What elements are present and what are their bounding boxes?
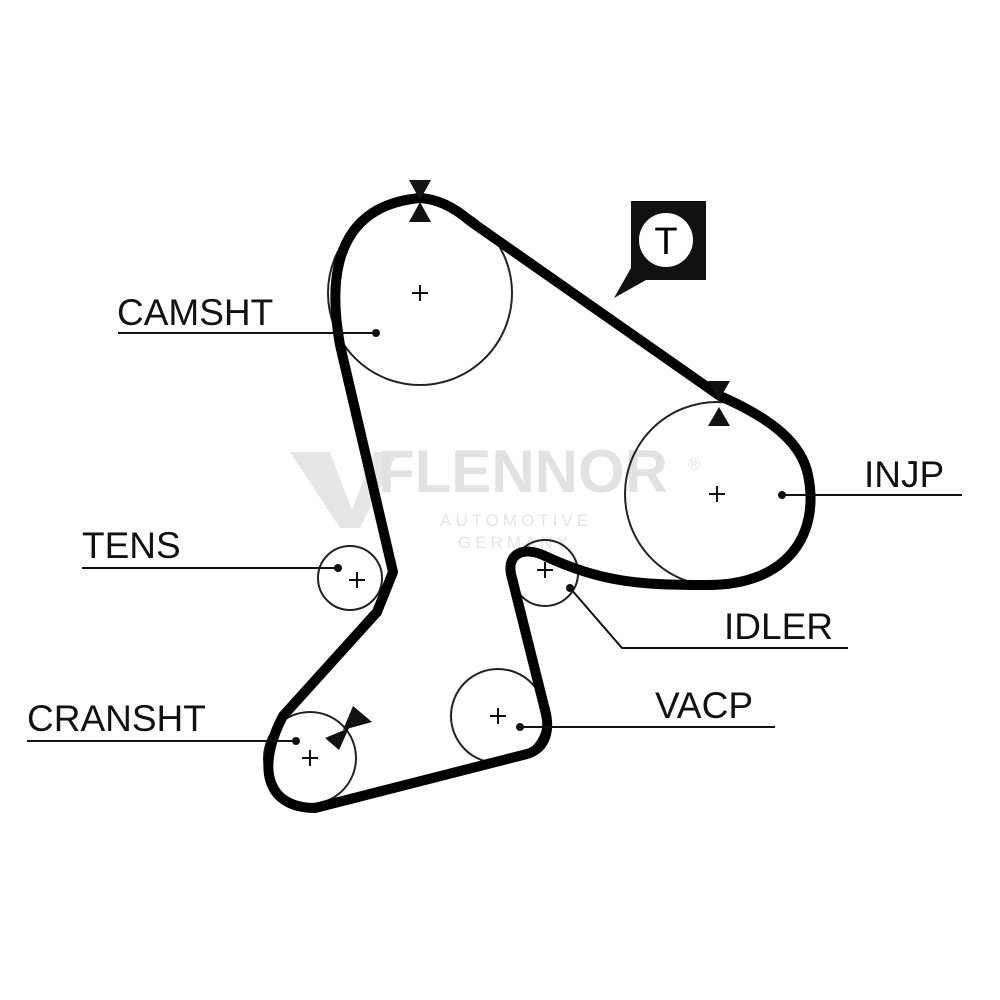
injection-pump-leader-dot (778, 491, 786, 499)
camshaft-leader-dot (372, 329, 380, 337)
callout-injection-pump: INJP (778, 454, 962, 499)
vacuum-pump-leader-dot (516, 723, 524, 731)
injection-pump-center-mark (709, 486, 725, 502)
vacuum-pump-label: VACP (655, 685, 753, 726)
callout-crankshaft: CRANSHT (27, 698, 300, 745)
timing-belt (263, 193, 816, 813)
idler-label: IDLER (724, 606, 833, 647)
watermark: FLENNOR ® AUTOMOTIVE GERMANY (290, 438, 705, 552)
watermark-line1: AUTOMOTIVE (440, 511, 592, 530)
tensioner-pulley (317, 545, 383, 611)
injection-pump-timing-mark-top (708, 381, 730, 400)
tensioner-badge-circle (639, 213, 693, 267)
watermark-line2: GERMANY (458, 533, 572, 552)
crankshaft-timing-mark-outer (343, 706, 372, 730)
timing-marks (325, 180, 730, 750)
injection-pump-timing-mark-bottom (708, 407, 730, 426)
vacuum-pump-center-mark (490, 708, 506, 724)
tensioner-label: TENS (82, 525, 181, 566)
callout-tensioner: TENS (82, 525, 342, 572)
crankshaft-center-mark (302, 750, 318, 766)
tensioner-center-mark (349, 572, 365, 588)
watermark-brand: FLENNOR (378, 438, 668, 505)
center-marks (302, 285, 725, 766)
idler-leader-dot (566, 584, 574, 592)
callout-idler: IDLER (566, 584, 848, 649)
tensioner-badge: T (614, 201, 706, 298)
crankshaft-label: CRANSHT (27, 698, 206, 739)
camshaft-label: CAMSHT (117, 292, 273, 333)
watermark-registered: ® (688, 455, 705, 474)
idler-center-mark (537, 562, 553, 578)
camshaft-timing-mark-bottom (409, 202, 431, 222)
tensioner-badge-letter: T (654, 221, 677, 263)
callout-vacuum-pump: VACP (516, 685, 775, 731)
crankshaft-timing-mark-inner (325, 728, 349, 750)
tensioner-leader-dot (334, 564, 342, 572)
camshaft-timing-mark-top (409, 180, 431, 200)
callout-camshaft: CAMSHT (117, 292, 380, 337)
idler-leader (569, 587, 848, 649)
camshaft-center-mark (412, 285, 428, 301)
crankshaft-leader-dot (292, 737, 300, 745)
injection-pump-label: INJP (864, 454, 944, 495)
